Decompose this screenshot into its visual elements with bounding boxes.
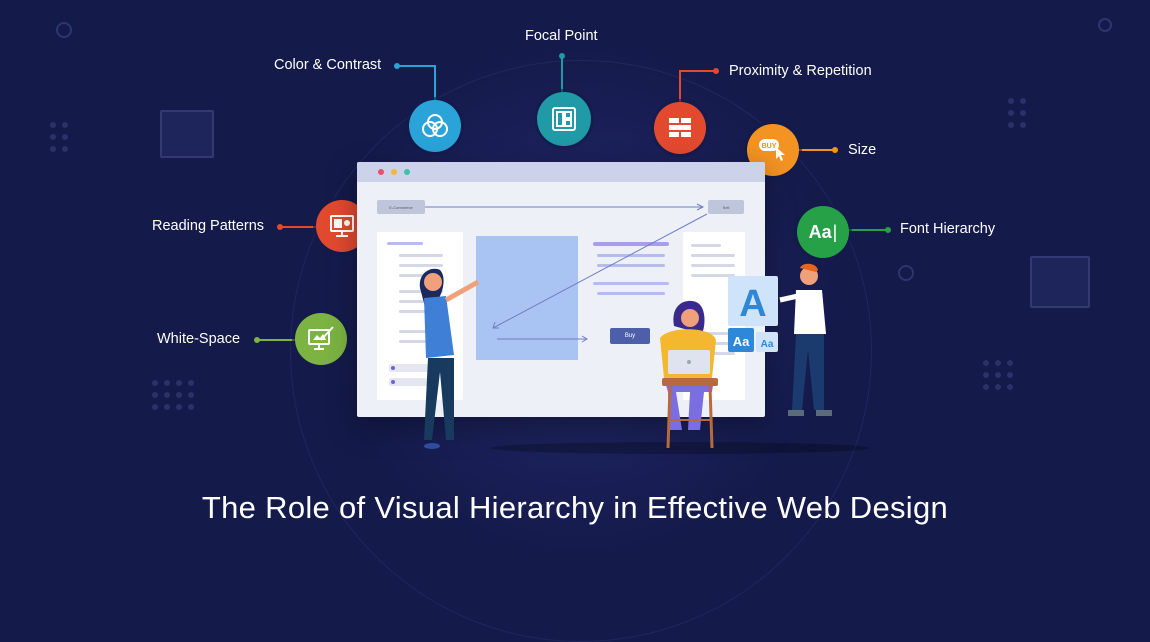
bullet-icon bbox=[391, 380, 395, 384]
window-maximize-dot[interactable] bbox=[404, 169, 410, 175]
label-size: Size bbox=[848, 142, 877, 158]
woman-pointing-figure bbox=[419, 268, 480, 449]
text-line bbox=[691, 254, 735, 257]
color-contrast-node bbox=[409, 100, 461, 152]
decor-image-left bbox=[160, 110, 214, 158]
decor-dots-top-left bbox=[50, 122, 68, 152]
text-line bbox=[593, 282, 669, 285]
color-circles-icon bbox=[422, 114, 448, 137]
label-font-hierarchy: Font Hierarchy bbox=[900, 221, 996, 237]
text-line bbox=[691, 264, 735, 267]
text-line bbox=[593, 242, 669, 246]
text-line bbox=[399, 300, 443, 303]
label-color-contrast: Color & Contrast bbox=[274, 57, 382, 73]
text-line bbox=[389, 378, 439, 386]
text-line bbox=[399, 264, 443, 267]
nav-pill[interactable]: Sell bbox=[708, 200, 744, 214]
buy-click-icon: BUY bbox=[759, 139, 785, 161]
font-cards: A Aa Aa bbox=[728, 276, 778, 352]
browser-titlebar bbox=[357, 162, 765, 182]
font-badge: Aa bbox=[808, 221, 832, 242]
text-line bbox=[399, 274, 443, 277]
white-space-node bbox=[295, 313, 347, 365]
big-letter-card: A bbox=[739, 283, 766, 325]
text-line bbox=[399, 330, 443, 333]
page-title: The Role of Visual Hierarchy in Effectiv… bbox=[201, 490, 949, 525]
decor-circle-1 bbox=[56, 22, 72, 38]
small-letter-card-2: Aa bbox=[761, 339, 774, 350]
decor-circle-3 bbox=[1098, 18, 1112, 32]
leader-lines bbox=[254, 53, 891, 343]
reading-pattern-arrows bbox=[425, 203, 708, 343]
text-line bbox=[597, 264, 665, 267]
focal-frame-icon bbox=[552, 107, 576, 131]
text-line bbox=[389, 364, 439, 372]
center-text-block bbox=[593, 242, 673, 302]
people-illustrations: A Aa Aa bbox=[419, 263, 870, 454]
label-focal-point: Focal Point bbox=[525, 28, 598, 44]
decor-dots-right bbox=[983, 360, 1013, 390]
proximity-repetition-node bbox=[654, 102, 706, 154]
text-line bbox=[399, 340, 443, 343]
text-line bbox=[597, 254, 665, 257]
text-line bbox=[399, 254, 443, 257]
window-minimize-dot[interactable] bbox=[391, 169, 397, 175]
text-line bbox=[691, 332, 735, 335]
text-line bbox=[387, 242, 423, 245]
bullet-icon bbox=[391, 366, 395, 370]
woman-laptop-figure bbox=[660, 300, 718, 449]
decor-dots-top-right bbox=[1008, 98, 1026, 128]
grid-blocks-icon bbox=[669, 118, 691, 137]
text-line bbox=[597, 292, 665, 295]
text-line bbox=[399, 310, 443, 313]
search-pill[interactable]: E-Commerce bbox=[377, 200, 425, 214]
label-reading-patterns: Reading Patterns bbox=[152, 218, 265, 234]
label-proximity-repetition: Proximity & Repetition bbox=[729, 63, 872, 79]
focal-point-node bbox=[537, 92, 591, 146]
monitor-chart-icon bbox=[330, 215, 354, 237]
monitor-brush-icon bbox=[308, 326, 334, 350]
text-cursor-icon: | bbox=[832, 221, 838, 242]
text-line bbox=[691, 274, 735, 277]
floor-shadow bbox=[490, 442, 870, 454]
size-badge-text: BUY bbox=[762, 143, 777, 150]
buy-button[interactable]: Buy bbox=[610, 328, 650, 344]
label-white-space: White-Space bbox=[157, 331, 241, 347]
decor-dots-left bbox=[152, 380, 194, 410]
decor-circle-2 bbox=[898, 265, 914, 281]
man-holding-card-figure bbox=[779, 263, 832, 416]
text-line bbox=[691, 244, 721, 247]
decor-image-right bbox=[1030, 256, 1090, 308]
font-hierarchy-node: Aa | bbox=[797, 206, 849, 258]
small-letter-card-1: Aa bbox=[733, 334, 750, 349]
window-close-dot[interactable] bbox=[378, 169, 384, 175]
